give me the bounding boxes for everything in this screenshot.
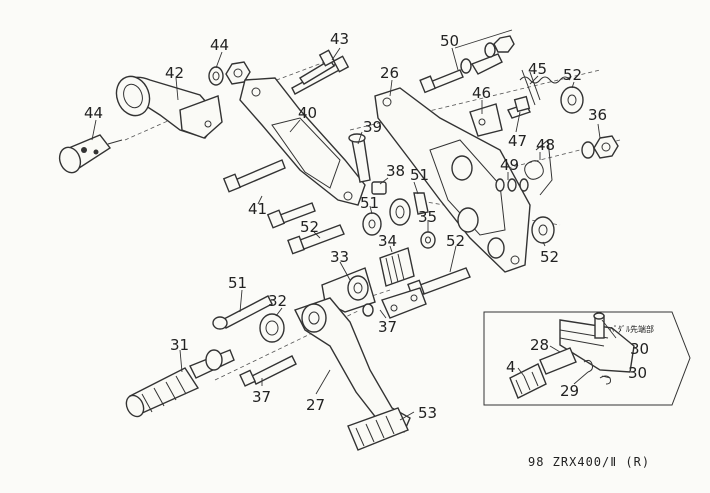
pedal-27 <box>294 297 411 433</box>
callout-52: 52 <box>300 218 319 236</box>
callout-50: 50 <box>440 32 459 50</box>
spring-48 <box>524 139 553 196</box>
bolt-washers-50 <box>419 35 515 94</box>
washer-35 <box>420 231 436 249</box>
callout-41: 41 <box>248 200 267 218</box>
callout-30: 30 <box>628 364 647 382</box>
callout-38: 38 <box>386 162 405 180</box>
washer-nut-44a <box>208 61 251 86</box>
collar-38 <box>371 181 411 226</box>
callout-33: 33 <box>330 248 349 266</box>
callout-44: 44 <box>210 36 229 54</box>
callout-45: 45 <box>528 60 547 78</box>
bolt-41 <box>222 159 316 229</box>
callout-48: 48 <box>536 136 555 154</box>
link-46 <box>469 95 531 137</box>
leader-lines <box>91 29 617 421</box>
collar-51a <box>413 192 429 215</box>
callout-53: 53 <box>418 404 437 422</box>
callout-52: 52 <box>563 66 582 84</box>
callout-31: 31 <box>170 336 189 354</box>
callout-40: 40 <box>298 104 317 122</box>
callout-51: 51 <box>410 166 429 184</box>
callout-4: 4 <box>506 358 516 376</box>
callout-29: 29 <box>560 382 579 400</box>
callout-37: 37 <box>252 388 271 406</box>
callout-51: 51 <box>228 274 247 292</box>
callout-34: 34 <box>378 232 397 250</box>
bolt-43 <box>291 49 350 95</box>
callout-27: 27 <box>306 396 325 414</box>
shaft-34 <box>379 247 415 287</box>
callout-26: 26 <box>380 64 399 82</box>
collar-52a <box>560 86 584 114</box>
bracket-42 <box>115 75 223 139</box>
callout-28: 28 <box>530 336 549 354</box>
callout-30: 30 <box>630 340 649 358</box>
callout-35: 35 <box>418 208 437 226</box>
callout-labels: 44 43 42 44 50 26 45 52 46 36 47 40 39 4… <box>84 30 654 422</box>
callout-42: 42 <box>165 64 184 82</box>
nut-washer-36 <box>581 135 619 159</box>
callout-43: 43 <box>330 30 349 48</box>
callout-47: 47 <box>508 132 527 150</box>
collar-52d <box>531 216 555 244</box>
inset-note: ﾍﾟﾀﾞﾙ先端部 <box>610 324 654 334</box>
foot-peg-31 <box>125 349 235 418</box>
callout-32: 32 <box>268 292 287 310</box>
lever-33 <box>321 267 376 313</box>
collar-52b <box>287 224 345 255</box>
callout-39: 39 <box>363 118 382 136</box>
callout-46: 46 <box>472 84 491 102</box>
bolt-39 <box>348 133 371 183</box>
collar-51b <box>362 212 382 236</box>
link-37a <box>362 287 427 319</box>
callout-37: 37 <box>378 318 397 336</box>
bolt-51c <box>212 295 273 330</box>
bolt-37b <box>239 355 297 387</box>
plate-40 <box>239 77 366 206</box>
footer-caption: 98 ZRX400/Ⅱ (R) <box>528 455 650 469</box>
callout-52: 52 <box>540 248 559 266</box>
callout-52: 52 <box>446 232 465 250</box>
callout-44: 44 <box>84 104 103 122</box>
callout-49: 49 <box>500 156 519 174</box>
callout-36: 36 <box>588 106 607 124</box>
spring-45 <box>519 69 571 106</box>
callout-51: 51 <box>360 194 379 212</box>
bearing-32 <box>259 313 285 343</box>
plate-26 <box>374 87 531 273</box>
rod-end-44b <box>58 134 123 174</box>
washer-set-49 <box>495 178 529 192</box>
detail-inset <box>483 311 691 406</box>
pedal-tip-53 <box>347 407 409 451</box>
